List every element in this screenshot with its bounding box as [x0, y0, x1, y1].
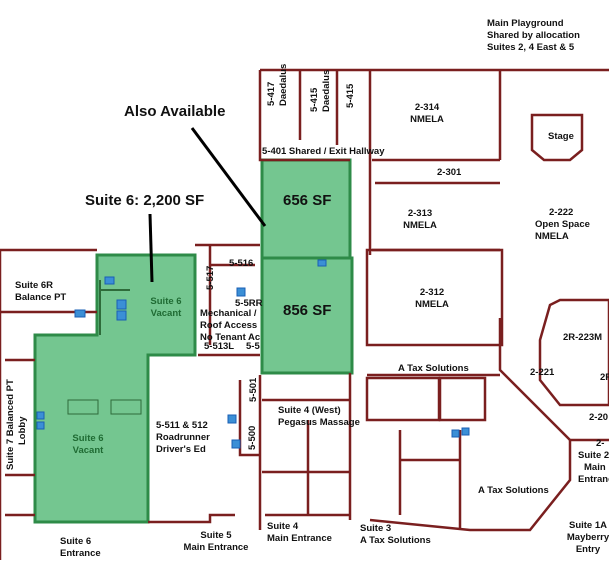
space-856-sf[interactable]: [260, 256, 354, 375]
space-656-sf[interactable]: [260, 158, 352, 260]
room-2r-label: 2R: [600, 372, 609, 383]
also-available-callout: Also Available: [124, 103, 226, 120]
suite6-callout-line: [148, 213, 154, 283]
hallway-label: 5-401 Shared / Exit Hallway: [262, 146, 385, 157]
stage-label: Stage: [548, 131, 574, 142]
room-5513l-label: 5-513L: [204, 341, 235, 352]
tax-solutions-label-2: A Tax Solutions: [478, 485, 549, 496]
room-2221-label: 2-221: [530, 367, 555, 378]
room-5415-label: 5-415: [345, 83, 356, 108]
room-220-label: 2-20: [589, 412, 609, 423]
label-856-sf: 856 SF: [283, 302, 332, 319]
restroom-fixtures: [36, 259, 470, 449]
label-656-sf: 656 SF: [283, 192, 332, 209]
room-55-label: 5-5: [246, 341, 260, 352]
room-2301-label: 2-301: [437, 167, 462, 178]
room-5516-label: 5-516: [229, 258, 254, 269]
room-5501-label: 5-501: [248, 377, 259, 402]
suite4-west-label: Suite 4 (West)Pegasus Massage: [278, 405, 360, 428]
suite2-entrance-label: 2-Suite 2MainEntrance: [578, 438, 609, 485]
room-2r223m-label: 2R-223M: [563, 332, 603, 343]
room-5517-label: 5-517: [205, 265, 216, 290]
room-5500-label: 5-500: [247, 425, 258, 450]
also-available-arrow: [190, 127, 267, 227]
walls: [0, 68, 609, 560]
suite6-size-callout: Suite 6: 2,200 SF: [85, 192, 205, 209]
room-55rr-label: 5-5RR: [235, 298, 263, 309]
tax-solutions-label-1: A Tax Solutions: [398, 363, 469, 374]
